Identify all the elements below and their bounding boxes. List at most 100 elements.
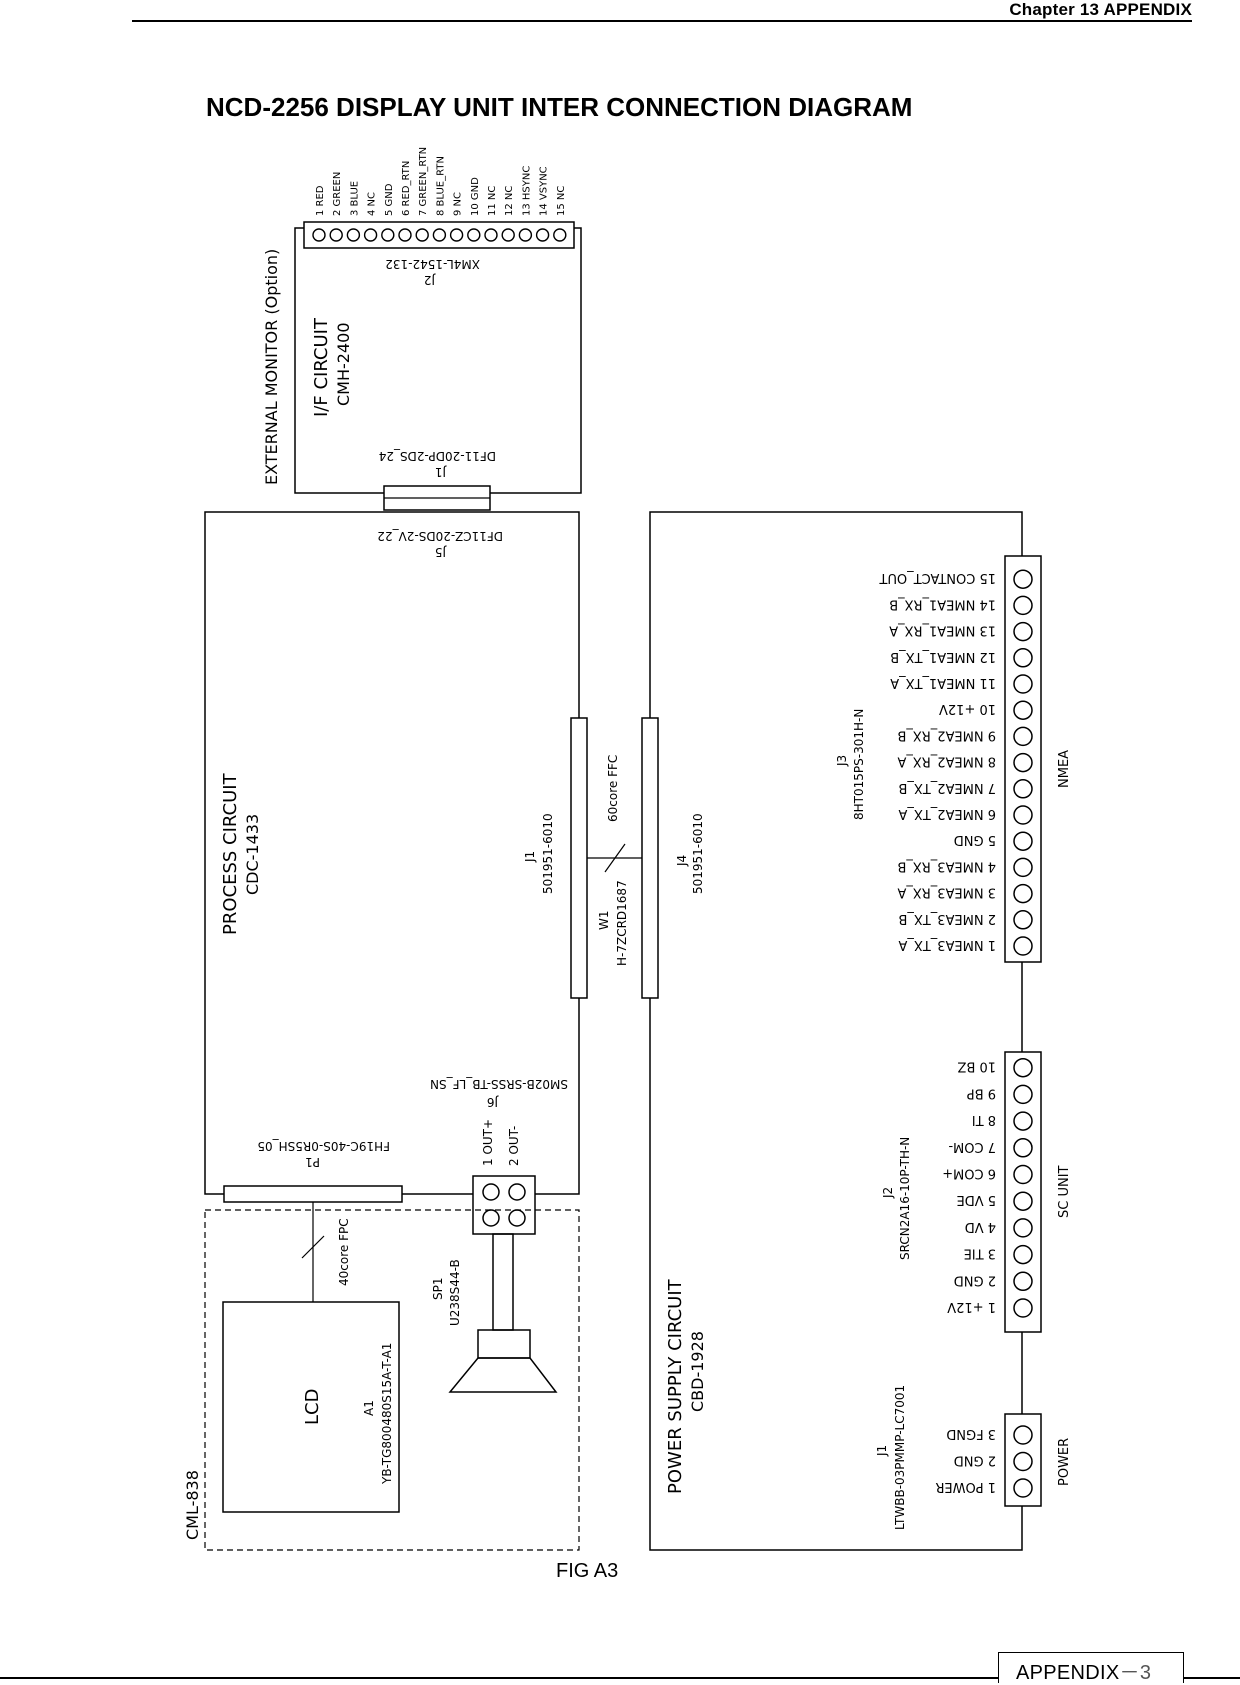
external-monitor-label: EXTERNAL MONITOR (Option) — [262, 249, 281, 485]
nmea-pin-7 — [1013, 779, 1033, 799]
vga-connector-name: J2 — [424, 273, 436, 287]
lcd-panel — [222, 1301, 400, 1513]
power-circuit-code: CBD-1928 — [688, 1331, 707, 1412]
process-j1-connector — [570, 717, 588, 999]
speaker-cable — [492, 1233, 514, 1331]
vga-pin-4 — [363, 228, 378, 242]
process-circuit-code: CDC-1433 — [243, 814, 262, 895]
vga-pin-12 — [501, 228, 515, 242]
sc-unit-pin-label-1: 1 +12V — [947, 1299, 996, 1314]
vga-pin-7 — [415, 228, 429, 242]
nmea-pin-13 — [1013, 621, 1033, 642]
speaker-connector-j6 — [472, 1175, 536, 1235]
j6-pin-2: 2 OUT- — [507, 1126, 521, 1166]
process-j5-name: J5 — [435, 545, 447, 559]
vga-pin-label-6: 6 RED_RTN — [401, 161, 412, 216]
cml-838-enclosure — [204, 1209, 580, 1551]
nmea-pin-group — [1013, 569, 1033, 956]
sc-unit-pin-2 — [1013, 1271, 1033, 1292]
power-group-label: POWER — [1057, 1438, 1072, 1486]
footer-rule — [0, 1677, 1240, 1679]
vga-pin-label-1: 1 RED — [315, 185, 326, 216]
vga-pin-3 — [346, 228, 361, 242]
vga-connector-j2 — [303, 221, 575, 249]
process-j1-part: 501951-6010 — [541, 813, 555, 894]
if-circuit-label: I/F CIRCUIT — [311, 317, 332, 417]
nmea-pin-5 — [1013, 831, 1033, 851]
sc-unit-pin-label-6: 6 COM+ — [942, 1166, 996, 1181]
vga-pin-label-14: 14 VSYNC — [539, 166, 550, 216]
power-terminal-block-j1 — [1004, 1413, 1042, 1507]
sc-unit-pin-label-4: 4 VD — [965, 1219, 996, 1234]
process-j6-part: SM02B-SRSS-TB_LF_SN — [430, 1077, 568, 1091]
sc-unit-group-label: SC UNIT — [1057, 1165, 1072, 1218]
power-j4-connector — [641, 717, 659, 999]
sc-unit-pin-label-10: 10 BZ — [957, 1059, 996, 1074]
nmea-pin-6 — [1013, 805, 1033, 825]
nmea-pin-14 — [1013, 595, 1033, 616]
sc-unit-pin-9 — [1013, 1084, 1033, 1105]
vga-pin-11 — [484, 228, 498, 242]
power-j4-part: 501951-6010 — [691, 813, 705, 894]
vga-pin-13 — [518, 228, 533, 242]
sc-unit-pin-1 — [1013, 1298, 1033, 1318]
nmea-terminal-block-j3 — [1004, 555, 1042, 963]
power-connector-name: J1 — [875, 1445, 889, 1457]
chapter-header: Chapter 13 APPENDIX — [1009, 0, 1192, 19]
nmea-group-label: NMEA — [1057, 750, 1072, 788]
sc-unit-pin-4 — [1013, 1218, 1033, 1238]
vga-pin-6 — [398, 228, 412, 242]
nmea-pin-11 — [1013, 674, 1033, 694]
nmea-pin-8 — [1013, 752, 1033, 773]
nmea-pin-9 — [1013, 726, 1033, 747]
process-j6-name: J6 — [487, 1095, 499, 1109]
power-pin-label-2: 2 GND — [954, 1453, 996, 1468]
power-circuit-label: POWER SUPPLY CIRCUIT — [665, 1278, 686, 1494]
process-j5-part: DF11CZ-20DS-2V_22 — [377, 529, 503, 543]
sc-unit-pin-label-8: 8 TI — [972, 1112, 996, 1127]
nmea-pin-label-10: 10 +12V — [939, 701, 996, 716]
power-connector-part: LTWBB-03PMMP-LC7001 — [893, 1385, 907, 1530]
figure-caption: FIG A3 — [556, 1560, 619, 1582]
nmea-pin-2 — [1013, 910, 1033, 930]
if-j1-name: J1 — [435, 465, 447, 479]
sc-unit-pin-8 — [1013, 1111, 1033, 1131]
process-p1-part: FH19C-40S-0R5SH_05 — [257, 1139, 390, 1153]
vga-pin-label-12: 12 NC — [504, 186, 515, 216]
vga-pin-10 — [467, 228, 481, 242]
vga-connector-part: XM4L-1542-132 — [385, 257, 480, 271]
vga-pin-14 — [535, 228, 550, 242]
cml-838-label: CML-838 — [183, 1470, 202, 1540]
vga-pin-15 — [553, 228, 567, 242]
vga-pin-2 — [329, 228, 343, 242]
sc-unit-pin-label-5: 5 VDE — [956, 1192, 996, 1207]
nmea-pin-4 — [1013, 857, 1033, 878]
vga-pin-group — [312, 228, 567, 242]
diagram-title: NCD-2256 DISPLAY UNIT INTER CONNECTION D… — [206, 92, 913, 122]
footer-page: 3 — [1139, 1662, 1152, 1684]
process-p1-name: P1 — [305, 1155, 320, 1169]
speaker-body — [477, 1329, 531, 1359]
j6-pin-1: 1 OUT+ — [481, 1119, 495, 1166]
vga-pin-label-2: 2 GREEN — [332, 172, 343, 216]
nmea-pin-label-5: 5 GND — [954, 832, 996, 847]
footer-label: APPENDIX — [1016, 1662, 1120, 1684]
sc-unit-pin-6 — [1013, 1164, 1033, 1185]
sc-unit-pin-3 — [1013, 1244, 1033, 1265]
nmea-connector-part: 8HT015PS-301H-N — [852, 709, 866, 820]
nmea-pin-label-2: 2 NMEA3_TX_B — [899, 911, 997, 926]
sc-unit-pin-label-7: 7 COM- — [948, 1139, 996, 1154]
power-j4-name: J4 — [675, 855, 689, 867]
speaker-icon — [448, 1357, 558, 1393]
vga-pin-label-8: 8 BLUE_RTN — [435, 156, 446, 216]
vga-pin-1 — [312, 228, 326, 242]
power-pin-3 — [1013, 1425, 1033, 1445]
vga-pin-label-13: 13 HSYNC — [521, 166, 532, 216]
page-number: APPENDIX－3 — [1016, 1656, 1151, 1685]
nmea-pin-label-13: 13 NMEA1_RX_A — [889, 623, 996, 638]
if-j1-part: DF11-20DP-2DS_24 — [379, 449, 496, 463]
nmea-pin-1 — [1013, 936, 1033, 956]
header-rule — [132, 20, 1192, 22]
nmea-pin-label-11: 11 NMEA1_TX_A — [890, 675, 996, 690]
